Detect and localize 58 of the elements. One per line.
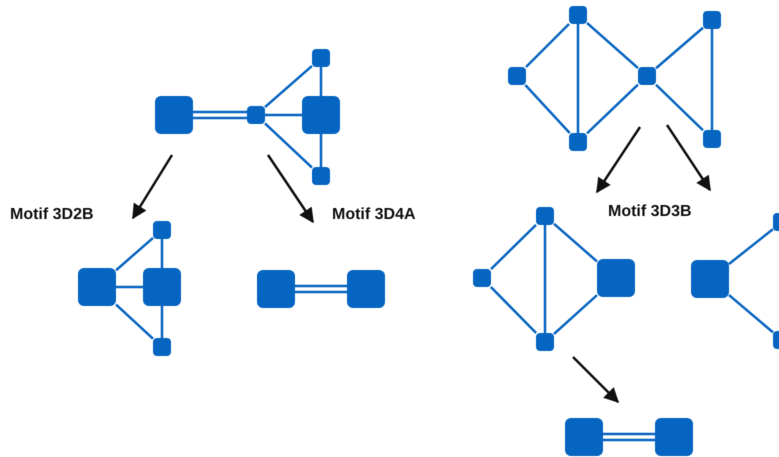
large-vertex-square bbox=[597, 259, 635, 297]
graph-edge bbox=[490, 286, 538, 334]
graph-edge bbox=[116, 286, 143, 288]
graph-edge bbox=[586, 84, 639, 134]
small-vertex-square bbox=[247, 106, 265, 124]
large-vertex-square bbox=[655, 418, 693, 456]
graph-edge bbox=[544, 225, 546, 333]
graph-edge bbox=[264, 122, 313, 168]
large-vertex-square bbox=[257, 270, 295, 308]
large-vertex-square bbox=[347, 270, 385, 308]
graph-edge bbox=[320, 67, 322, 96]
small-vertex-square bbox=[569, 133, 587, 151]
graph-edge bbox=[265, 114, 302, 116]
small-vertex-square bbox=[153, 338, 171, 356]
graph-edge bbox=[524, 84, 571, 134]
small-vertex-square bbox=[312, 49, 330, 67]
graph-edge bbox=[553, 294, 598, 335]
graph-edge bbox=[586, 22, 639, 69]
small-vertex-square bbox=[536, 333, 554, 351]
graph-edge bbox=[295, 284, 347, 288]
small-vertex-square bbox=[312, 167, 330, 185]
graph-edge bbox=[490, 224, 537, 270]
small-vertex-square bbox=[153, 221, 171, 239]
large-vertex-square bbox=[143, 268, 181, 306]
small-vertex-square bbox=[569, 6, 587, 24]
graph-edge bbox=[115, 236, 154, 272]
small-vertex-square bbox=[703, 11, 721, 29]
large-vertex-square bbox=[691, 260, 729, 298]
small-vertex-square bbox=[703, 130, 721, 148]
graph-edge bbox=[193, 110, 247, 114]
motif-label: Motif 3D3B bbox=[608, 203, 692, 221]
motif-label: Motif 3D4A bbox=[332, 206, 416, 224]
small-vertex-square bbox=[536, 207, 554, 225]
graph-edge bbox=[264, 64, 313, 108]
large-vertex-square bbox=[155, 96, 193, 134]
graph-edge bbox=[728, 294, 774, 334]
motif-label: Motif 3D2B bbox=[10, 206, 94, 224]
small-vertex-square bbox=[638, 67, 656, 85]
small-vertex-square bbox=[508, 67, 526, 85]
graph-edge bbox=[728, 228, 774, 265]
graph-edge bbox=[160, 239, 164, 268]
small-vertex-square bbox=[473, 269, 491, 287]
graph-edge bbox=[655, 26, 704, 70]
large-vertex-square bbox=[78, 268, 116, 306]
graph-edge bbox=[525, 23, 570, 68]
graph-edge bbox=[603, 432, 655, 436]
graph-edge bbox=[160, 306, 164, 338]
large-vertex-square bbox=[302, 96, 340, 134]
graph-edge bbox=[320, 134, 322, 167]
large-vertex-square bbox=[565, 418, 603, 456]
graph-edge bbox=[710, 29, 714, 130]
graph-edge bbox=[295, 290, 347, 294]
graph-edge bbox=[115, 304, 154, 340]
graph-edge bbox=[603, 438, 655, 442]
graph-edge bbox=[193, 116, 247, 120]
graph-edge bbox=[553, 222, 598, 262]
graph-edge bbox=[655, 84, 704, 132]
graph-edge bbox=[576, 24, 580, 133]
